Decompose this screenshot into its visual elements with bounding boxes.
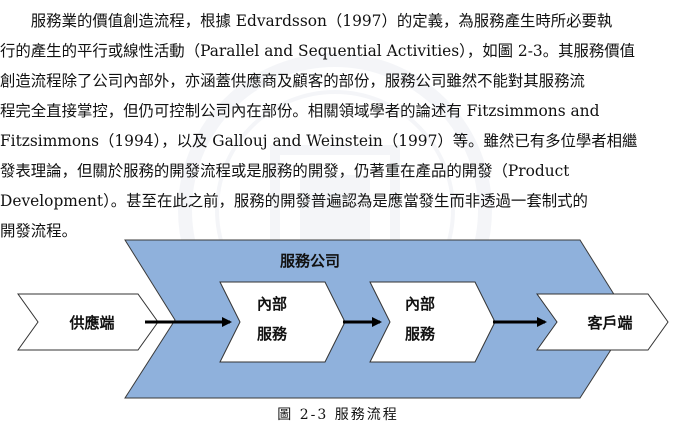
supplier-label: 供應端	[68, 314, 114, 332]
paragraph-line: 開發流程。	[0, 222, 77, 240]
customer-node	[536, 293, 669, 351]
internal-service-node-2	[369, 281, 496, 363]
paragraph-line: 創造流程除了公司內部外，亦涵蓋供應商及顧客的部份，服務公司雖然不能對其服務流	[0, 72, 585, 90]
service-company-label: 服務公司	[280, 252, 340, 270]
supplier-node	[17, 293, 159, 351]
customer-label: 客戶端	[586, 314, 632, 332]
paragraph-line: Development）。甚至在此之前，服務的開發普遍認為是應當發生而非透過一套…	[0, 192, 588, 210]
internal-service-2-line2: 服務	[405, 325, 436, 343]
paragraph-line: 行的產生的平行或線性活動（Parallel and Sequential Act…	[0, 42, 636, 60]
paragraph-line: 發表理論，但關於服務的開發流程或是服務的開發，仍著重在產品的開發（Product	[0, 162, 570, 180]
paragraph-line: Fitzsimmons（1994），以及 Gallouj and Weinste…	[0, 132, 638, 150]
internal-service-node-1	[219, 281, 346, 363]
internal-service-2-line1: 內部	[405, 295, 435, 313]
internal-service-1-line1: 內部	[257, 295, 287, 313]
paragraph-line: 服務業的價值創造流程，根據 Edvardsson（1997）的定義，為服務產生時…	[0, 12, 613, 30]
internal-service-1-line2: 服務	[257, 325, 288, 343]
figure-caption: 圖 2-3 服務流程	[277, 407, 399, 423]
paragraph-line: 程完全直接掌控，但仍可控制公司內在部份。相關領域學者的論述有 Fitzsimmo…	[0, 102, 600, 120]
